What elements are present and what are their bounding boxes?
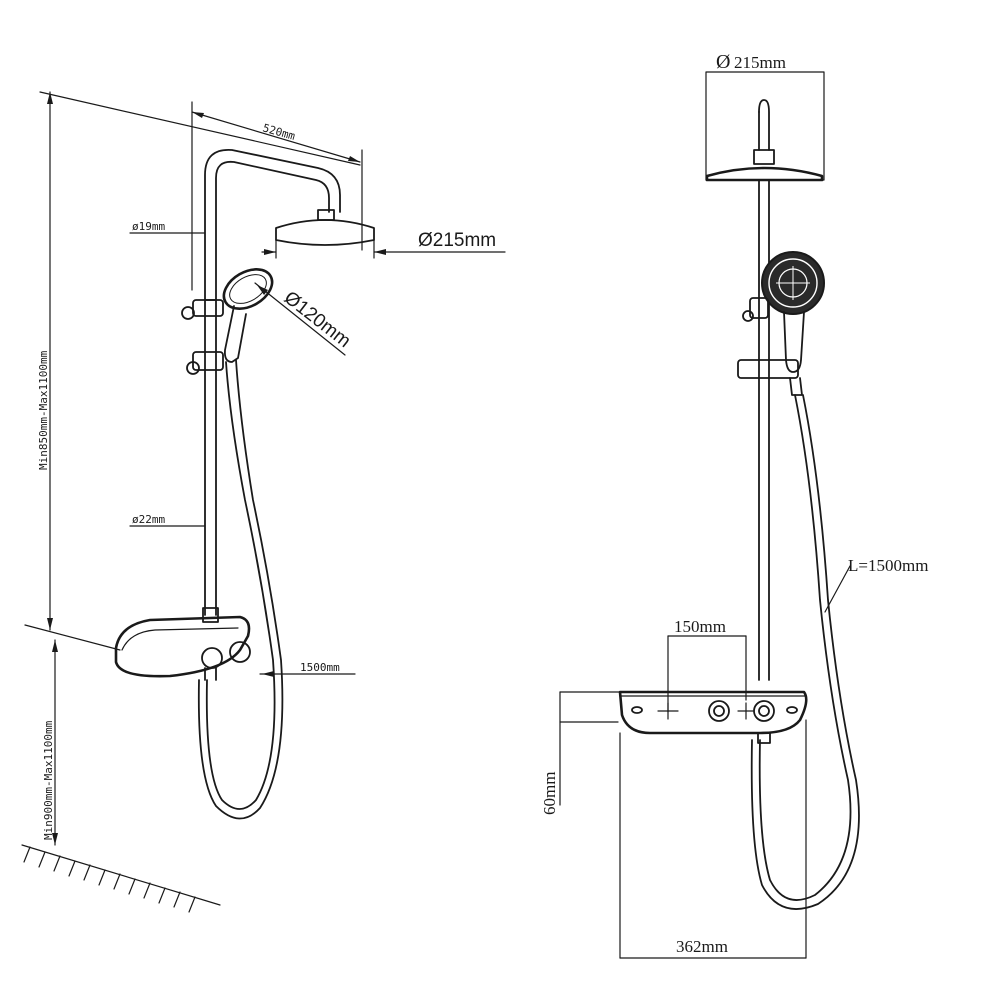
shelf-width-label: 362mm: [676, 937, 728, 956]
hose-front: [758, 394, 852, 901]
hand-shower-front: [737, 251, 825, 396]
mixer-shelf-front: [618, 690, 808, 744]
inlet-spacing-dimension: [667, 635, 747, 713]
side-view: Min850mm-Max1100mm Min900mm-Max1100mm 52…: [21, 91, 506, 913]
hand-shower-side: [222, 268, 346, 363]
hose-length-front-label: L=1500mm: [848, 556, 928, 575]
overhead-front: [705, 71, 825, 182]
front-view: Ø 215mm L=1500mm: [540, 51, 928, 959]
arm-width-dimension: [191, 101, 363, 291]
overhead-front-diameter-label: 215mm: [734, 53, 786, 72]
shelf-depth-dimension: [559, 691, 621, 806]
lower-height-label: Min900mm-Max1100mm: [42, 720, 55, 840]
arm-width-label: 520mm: [261, 121, 297, 143]
shelf-depth-label: 60mm: [540, 772, 559, 815]
height-dimension-lines: [24, 91, 361, 846]
mixer-shelf-side: [114, 615, 356, 681]
hose-side: [205, 361, 276, 810]
inlet-spacing-label: 150mm: [674, 617, 726, 636]
hose-length-side-label: 1500mm: [300, 661, 340, 674]
overhead-diameter-label: Ø215mm: [418, 230, 496, 251]
lower-pipe-diameter-label: ø22mm: [132, 513, 165, 526]
pipe-diameter-leaders: [129, 232, 206, 527]
rail-front: [758, 179, 770, 681]
overhead-diameter-symbol: Ø: [716, 51, 730, 73]
floor-hatch: [21, 844, 221, 913]
upper-pipe-diameter-label: ø19mm: [132, 220, 165, 233]
overhead-shower-side: [261, 209, 506, 259]
slide-brackets: [181, 299, 224, 375]
handheld-diameter-label: Ø120mm: [280, 287, 355, 352]
upper-height-label: Min850mm-Max1100mm: [37, 350, 50, 470]
shelf-width-dimension: [619, 719, 807, 959]
